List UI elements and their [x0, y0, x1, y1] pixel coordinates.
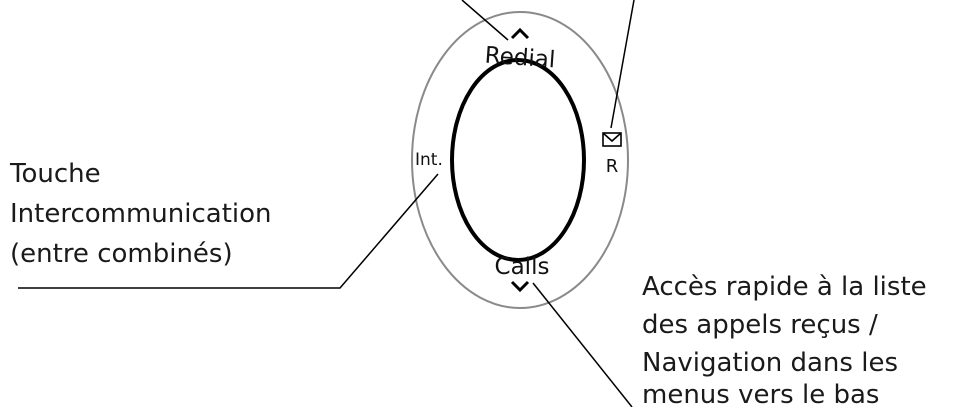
callout-calls-line-1: Accès rapide à la liste [642, 272, 927, 302]
key-label-r: R [606, 156, 619, 177]
callout-intercom-line-1: Touche [9, 159, 101, 189]
leader-line-intercom [18, 173, 439, 289]
key-label-redial: Redial [484, 43, 556, 74]
outer-ring [411, 11, 629, 309]
center-key [450, 58, 586, 262]
callout-intercom-line-2: Intercommunication [10, 199, 272, 229]
leader-line-calls [532, 282, 633, 407]
leader-line-top-right [610, 0, 635, 129]
chevron-up-icon [510, 27, 530, 40]
callout-calls-line-4: menus vers le bas [642, 380, 879, 407]
callout-calls-line-3: Navigation dans les [642, 348, 898, 378]
envelope-icon [602, 132, 622, 147]
key-label-int: Int. [415, 150, 443, 170]
callout-calls-line-2: des appels reçus / [642, 310, 878, 340]
callout-intercom-line-3: (entre combinés) [10, 239, 233, 269]
leader-line-top-left [461, 0, 509, 41]
chevron-down-icon [510, 280, 530, 293]
key-label-calls: Calls [495, 254, 550, 280]
